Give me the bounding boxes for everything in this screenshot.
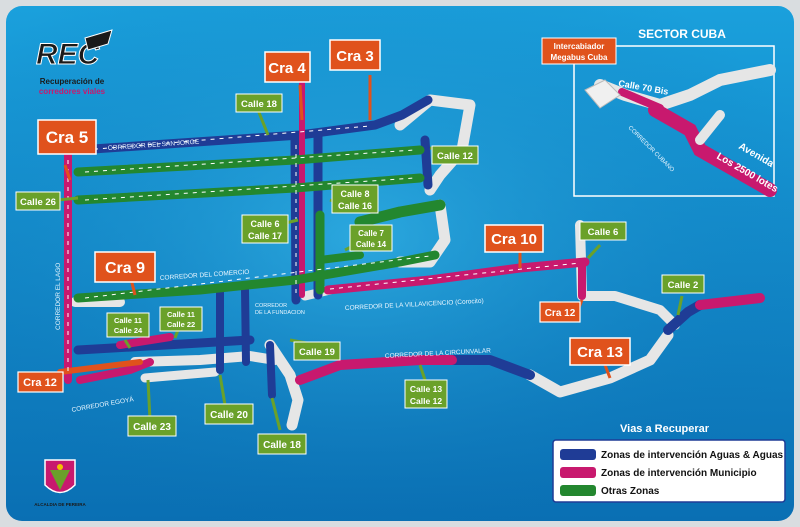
- brand-logo: REC Recuperación de corredores viales: [36, 29, 113, 96]
- label-calle2: Calle 2: [668, 280, 699, 291]
- label-calle7-14-line2: Calle 14: [356, 240, 387, 249]
- label-calle18-bottom: Calle 18: [263, 440, 301, 451]
- corridor-el-lago-label: CORREDOR EL LAGO: [55, 263, 62, 330]
- label-calle26: Calle 26: [20, 197, 56, 208]
- label-calle19: Calle 19: [299, 347, 335, 358]
- corridor-fundacion-label-2: DE LA FUNDACION: [255, 310, 305, 316]
- alcaldia-text: ALCALDIA DE PEREIRA: [34, 502, 86, 507]
- label-calle20: Calle 20: [210, 410, 248, 421]
- label-calle6-17-line1: Calle 6: [250, 219, 279, 229]
- label-calle13-12-line1: Calle 13: [410, 384, 442, 394]
- legend-swatch: [560, 467, 596, 478]
- orange-labels: Cra 4 Cra 3 Cra 5 Cra 9 Cra 10 Cra 12 Cr…: [17, 39, 631, 393]
- label-cra9: Cra 9: [105, 260, 145, 277]
- legend-swatch: [560, 485, 596, 496]
- label-calle11-24-line2: Calle 24: [114, 326, 143, 335]
- label-calle7-14-line1: Calle 7: [358, 229, 384, 238]
- legend-title: Vias a Recuperar: [620, 423, 710, 435]
- inset-intercambiador-line2: Megabus Cuba: [551, 53, 608, 62]
- label-cra12-right: Cra 12: [545, 308, 576, 319]
- label-calle12: Calle 12: [437, 151, 473, 162]
- label-cra12-left: Cra 12: [23, 377, 57, 389]
- label-calle13-12-line2: Calle 12: [410, 396, 442, 406]
- label-calle23: Calle 23: [133, 422, 171, 433]
- corridor-labels: CORREDOR DEL SAN JORGE CORREDOR DEL COME…: [55, 139, 491, 414]
- brand-subtitle-2: corredores viales: [39, 87, 106, 96]
- green-labels: Calle 18 Calle 12 Calle 26 Calle 8 Calle…: [15, 93, 705, 455]
- inset-title: SECTOR CUBA: [638, 27, 726, 41]
- legend-swatch: [560, 449, 596, 460]
- label-cra13: Cra 13: [577, 344, 623, 361]
- label-calle11-24-line1: Calle 11: [114, 316, 142, 325]
- intercambiador-building-icon: [584, 79, 621, 109]
- label-calle11-22-line1: Calle 11: [167, 310, 195, 319]
- label-calle8-16-line1: Calle 8: [340, 189, 369, 199]
- label-calle18-top: Calle 18: [241, 99, 277, 110]
- label-cra5: Cra 5: [46, 128, 89, 147]
- legend-label: Zonas de intervención Municipio: [601, 468, 757, 479]
- label-cra10: Cra 10: [491, 231, 537, 248]
- label-calle6-right: Calle 6: [588, 227, 619, 238]
- brand-arrow-icon: [84, 29, 113, 51]
- legend-label: Zonas de intervención Aguas & Aguas: [601, 450, 784, 461]
- label-cra4: Cra 4: [268, 60, 306, 77]
- brand-subtitle-1: Recuperación de: [40, 77, 105, 86]
- label-calle11-22-line2: Calle 22: [167, 320, 195, 329]
- corridor-fundacion-label-1: CORREDOR: [255, 303, 287, 309]
- inset-intercambiador-line1: Intercabiador: [554, 42, 605, 51]
- legend: Vias a Recuperar Zonas de intervención A…: [552, 423, 786, 503]
- label-calle8-16-line2: Calle 16: [338, 201, 372, 211]
- label-calle6-17-line2: Calle 17: [248, 231, 282, 241]
- label-cra3: Cra 3: [336, 48, 374, 65]
- alcaldia-logo: ALCALDIA DE PEREIRA: [34, 459, 87, 507]
- legend-label: Otras Zonas: [601, 486, 660, 497]
